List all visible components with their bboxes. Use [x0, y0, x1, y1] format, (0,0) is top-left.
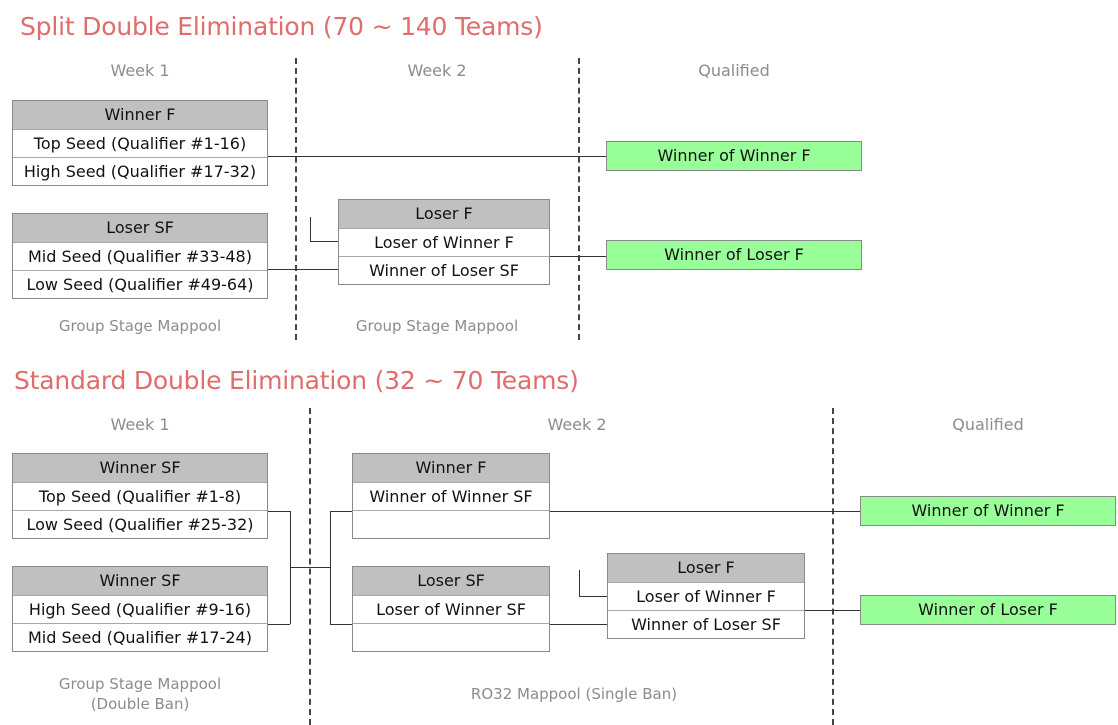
- match-slot: Loser of Winner F: [608, 582, 804, 610]
- bottom-winner-f-match: Winner F Winner of Winner SF: [352, 453, 550, 539]
- match-title: Winner F: [353, 454, 549, 482]
- match-slot: Top Seed (Qualifier #1-16): [13, 129, 267, 157]
- top-connector-loser-sf: [268, 269, 338, 270]
- match-title: Winner SF: [13, 454, 267, 482]
- bottom-connector-winner-f-out: [550, 511, 862, 512]
- match-slot: High Seed (Qualifier #9-16): [13, 595, 267, 623]
- bottom-qualified-winner-of-winner-f: Winner of Winner F: [860, 496, 1116, 526]
- match-slot: Top Seed (Qualifier #1-8): [13, 482, 267, 510]
- mappool-line: (Double Ban): [90, 695, 190, 713]
- match-slot: Mid Seed (Qualifier #17-24): [13, 623, 267, 651]
- match-title: Winner F: [13, 101, 267, 129]
- bottom-connector-loser-f-out: [805, 610, 862, 611]
- match-title: Loser SF: [353, 567, 549, 595]
- top-connector-loser-of-winner-v: [310, 217, 311, 242]
- top-connector-loser-f: [550, 256, 608, 257]
- top-week2-header: Week 2: [407, 61, 467, 80]
- bottom-connector-loser-of-winner-h: [579, 596, 607, 597]
- match-slot: [353, 510, 549, 538]
- match-slot: Low Seed (Qualifier #25-32): [13, 510, 267, 538]
- bottom-connector-wsf1-out: [268, 511, 290, 512]
- top-week-divider-2: [578, 58, 580, 340]
- bottom-loser-f-match: Loser F Loser of Winner F Winner of Lose…: [607, 553, 805, 639]
- top-loser-f-match: Loser F Loser of Winner F Winner of Lose…: [338, 199, 550, 285]
- bottom-winner-sf-1-match: Winner SF Top Seed (Qualifier #1-8) Low …: [12, 453, 268, 539]
- top-week1-header: Week 1: [110, 61, 170, 80]
- bottom-week-divider-2: [832, 408, 834, 725]
- bottom-week1-header: Week 1: [110, 415, 170, 434]
- match-title: Loser SF: [13, 214, 267, 242]
- bottom-winner-sf-2-match: Winner SF High Seed (Qualifier #9-16) Mi…: [12, 566, 268, 652]
- bottom-qualified-header: Qualified: [952, 415, 1024, 434]
- match-slot: Winner of Loser SF: [339, 256, 549, 284]
- top-week1-mappool-label: Group Stage Mappool: [58, 317, 222, 335]
- bottom-connector-to-winner-f: [330, 511, 352, 512]
- bottom-connector-wsf2-out: [268, 624, 290, 625]
- match-slot: Loser of Winner SF: [353, 595, 549, 623]
- match-slot: Loser of Winner F: [339, 228, 549, 256]
- top-diagram-title: Split Double Elimination (70 ~ 140 Teams…: [20, 12, 543, 41]
- bottom-connector-split-v: [330, 511, 331, 624]
- bottom-week2-header: Week 2: [547, 415, 607, 434]
- match-title: Winner SF: [13, 567, 267, 595]
- bottom-connector-loser-of-winner-v: [579, 570, 580, 596]
- bottom-loser-sf-match: Loser SF Loser of Winner SF: [352, 566, 550, 652]
- bottom-connector-merge-h: [290, 567, 330, 568]
- match-slot: [353, 623, 549, 651]
- top-week2-mappool-label: Group Stage Mappool: [355, 317, 519, 335]
- bottom-connector-to-loser-sf: [330, 624, 352, 625]
- bottom-qualified-winner-of-loser-f: Winner of Loser F: [860, 595, 1116, 625]
- top-qualified-winner-of-winner-f: Winner of Winner F: [606, 141, 862, 171]
- top-week-divider-1: [295, 58, 297, 340]
- bottom-week-divider-1: [309, 408, 311, 725]
- bottom-week1-mappool-label: Group Stage Mappool (Double Ban): [40, 674, 240, 714]
- match-slot: High Seed (Qualifier #17-32): [13, 157, 267, 185]
- match-slot: Winner of Winner SF: [353, 482, 549, 510]
- bottom-connector-loser-sf-out: [550, 624, 607, 625]
- top-winner-f-match: Winner F Top Seed (Qualifier #1-16) High…: [12, 100, 268, 186]
- mappool-line: Group Stage Mappool: [58, 675, 222, 693]
- match-title: Loser F: [339, 200, 549, 228]
- match-slot: Mid Seed (Qualifier #33-48): [13, 242, 267, 270]
- bottom-diagram-title: Standard Double Elimination (32 ~ 70 Tea…: [14, 366, 579, 395]
- top-loser-sf-match: Loser SF Mid Seed (Qualifier #33-48) Low…: [12, 213, 268, 299]
- match-title: Loser F: [608, 554, 804, 582]
- top-qualified-header: Qualified: [698, 61, 770, 80]
- match-slot: Winner of Loser SF: [608, 610, 804, 638]
- match-slot: Low Seed (Qualifier #49-64): [13, 270, 267, 298]
- top-connector-winner-f: [268, 156, 608, 157]
- top-qualified-winner-of-loser-f: Winner of Loser F: [606, 240, 862, 270]
- top-connector-loser-of-winner-h: [310, 241, 338, 242]
- bottom-week2-mappool-label: RO32 Mappool (Single Ban): [470, 685, 678, 703]
